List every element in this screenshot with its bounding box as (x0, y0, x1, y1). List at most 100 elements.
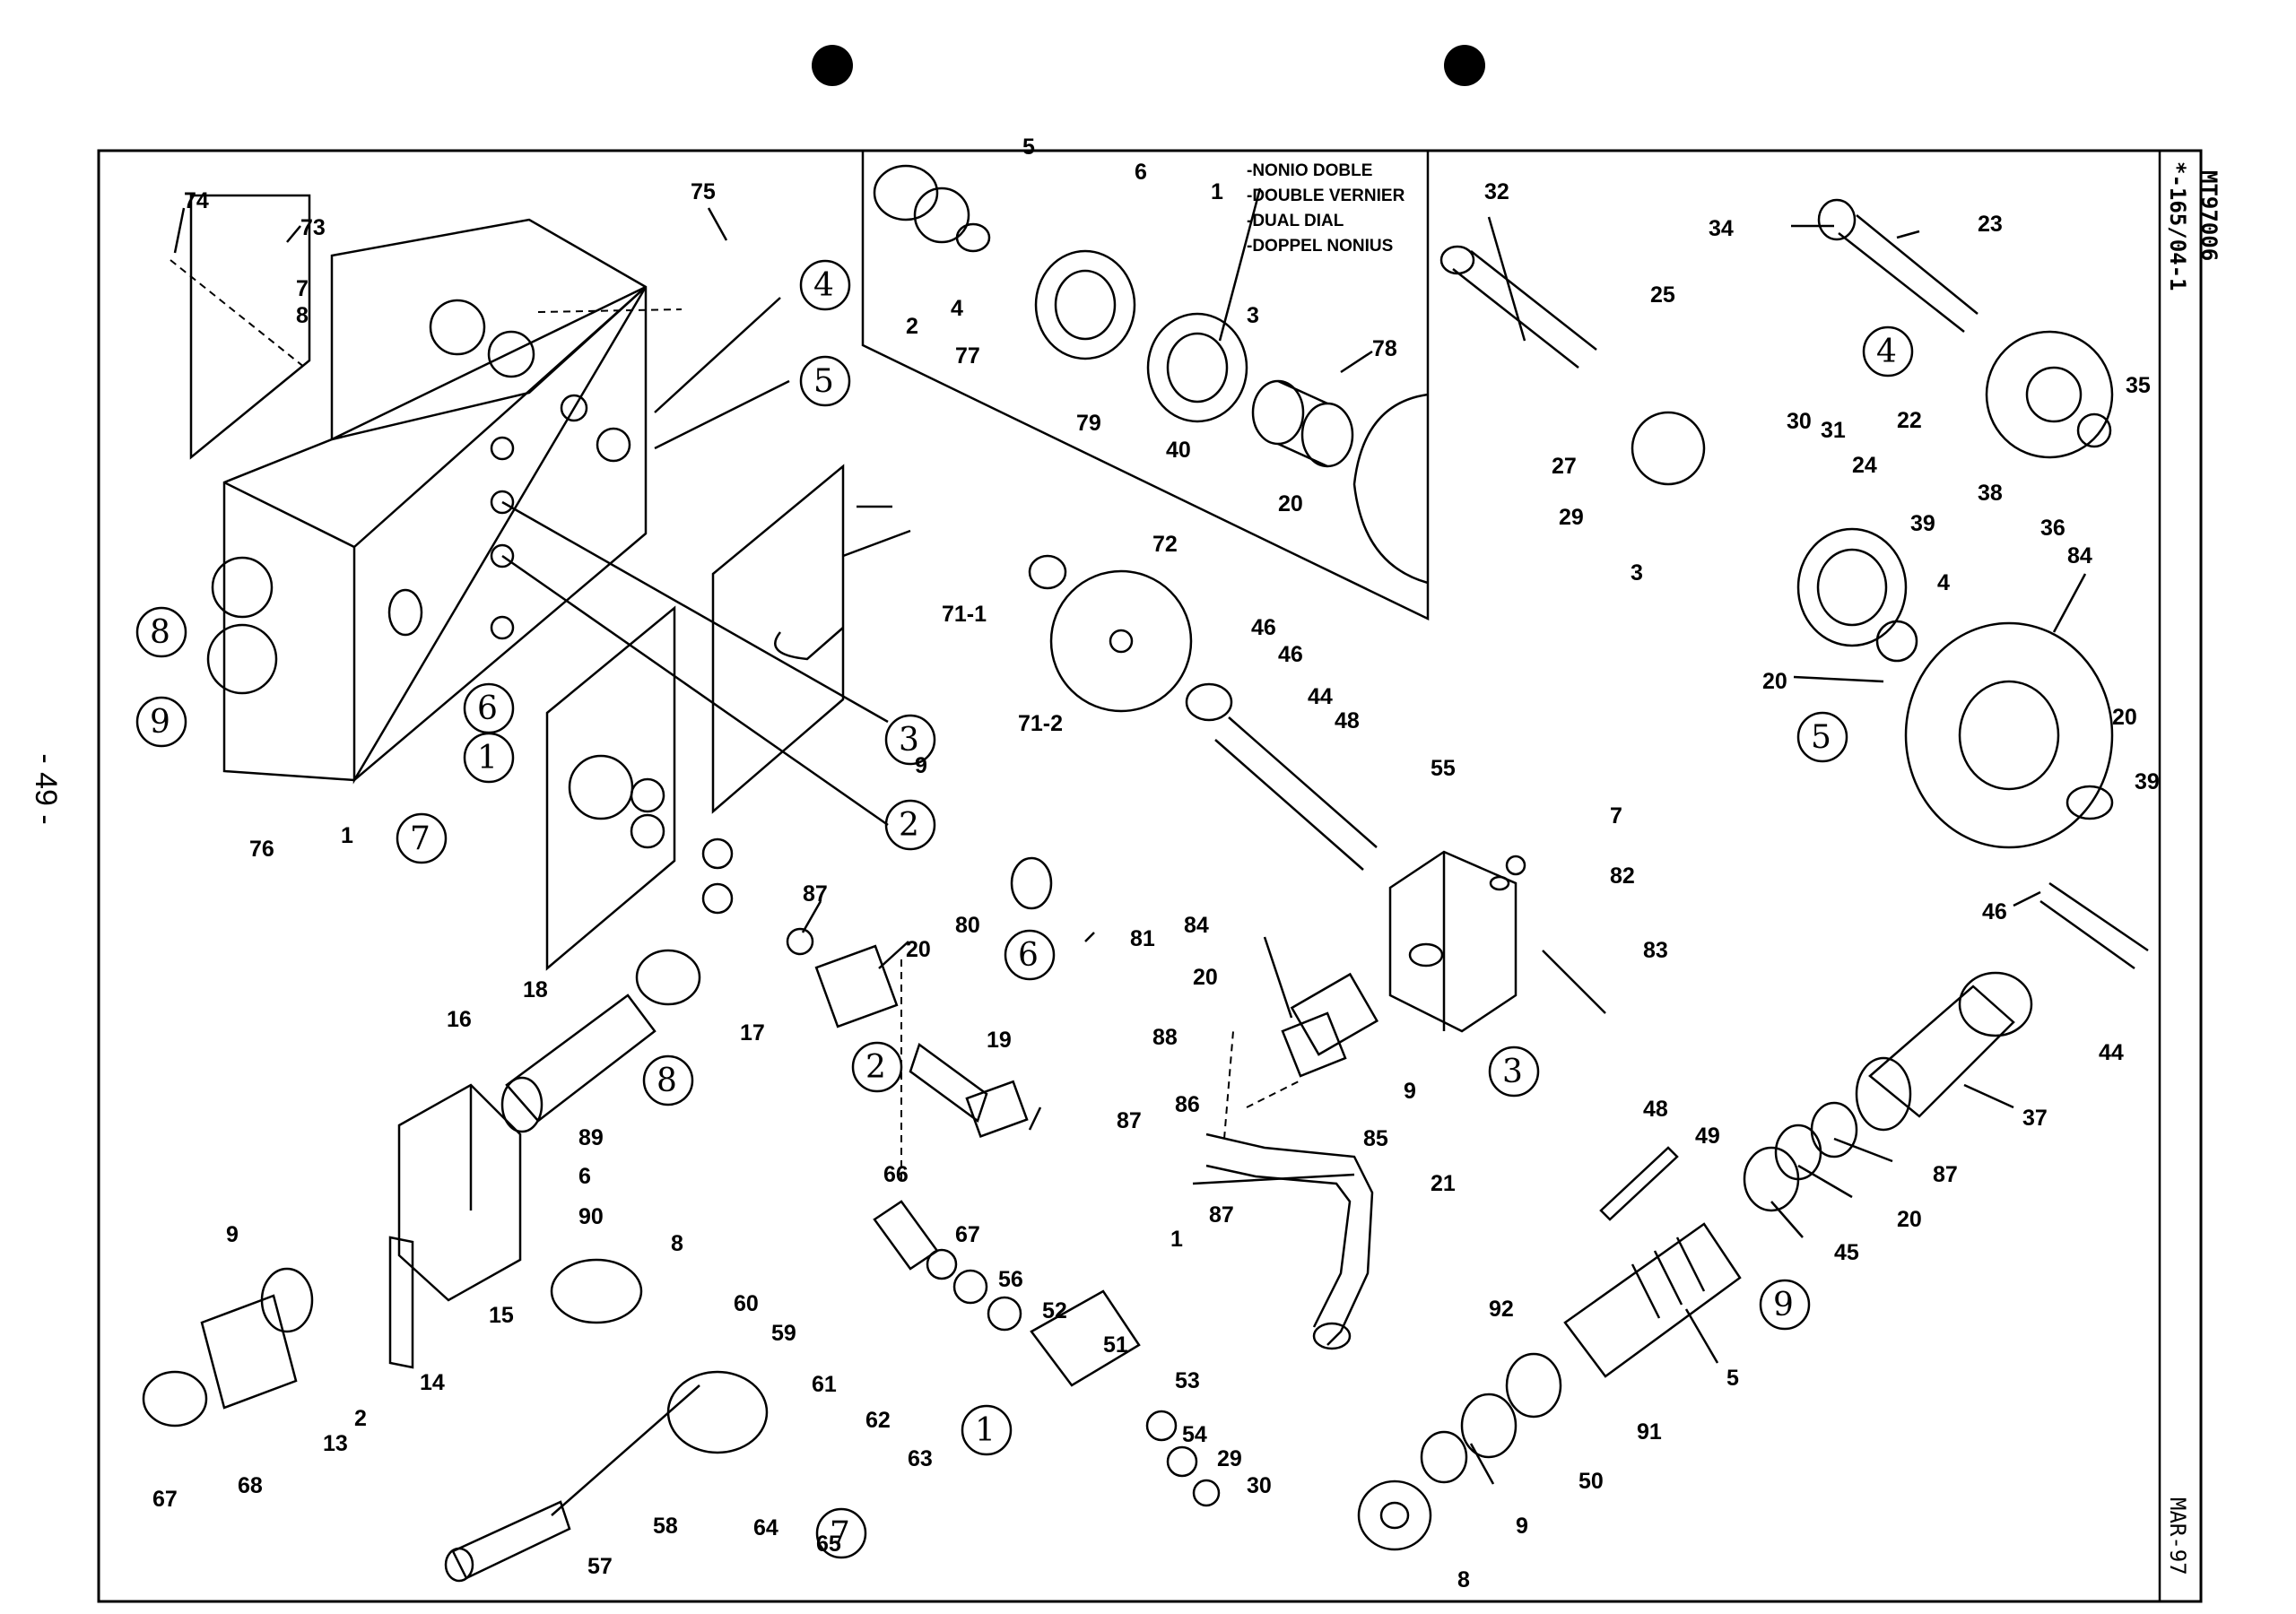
callout: 87 (1209, 1202, 1234, 1228)
svg-text:5: 5 (1811, 719, 1831, 756)
svg-text:5: 5 (813, 363, 834, 400)
callout: 68 (238, 1473, 263, 1498)
callout: 19 (987, 1028, 1012, 1053)
callout: 20 (906, 937, 931, 962)
callout: 46 (1251, 615, 1276, 640)
callout: 71-1 (942, 602, 987, 627)
callout: 39 (1910, 511, 1935, 536)
callout: 9 (226, 1222, 239, 1247)
callout: 17 (740, 1020, 765, 1046)
callout: 38 (1978, 481, 2003, 506)
svg-text:1: 1 (975, 1412, 996, 1449)
svg-text:3: 3 (899, 722, 919, 759)
callout: 29 (1559, 505, 1584, 530)
callout: 71-2 (1018, 711, 1063, 736)
callout: 44 (1308, 684, 1333, 709)
callout: 34 (1709, 216, 1734, 241)
callout: 20 (1897, 1207, 1922, 1232)
callout: 48 (1643, 1097, 1668, 1122)
callout: 48 (1335, 708, 1360, 733)
svg-text:-NONIO DOBLE: -NONIO DOBLE (1247, 161, 1372, 180)
callout: 85 (1363, 1126, 1388, 1151)
punch-hole-right (1444, 45, 1485, 86)
callout: 74 (184, 188, 209, 213)
header-code: MT97006 (2196, 170, 2222, 261)
callout: 29 (1217, 1446, 1242, 1471)
part-21-block (1388, 850, 1518, 1033)
callout: 75 (691, 179, 716, 204)
callout: 44 (2099, 1040, 2124, 1065)
callout: 40 (1166, 438, 1191, 463)
circled-group-labels: 4 5 8 9 6 1 7 3 2 2 8 6 3 1 7 4 5 9 (135, 259, 1914, 1559)
callout: 30 (1787, 409, 1812, 434)
callout: 20 (1193, 965, 1218, 990)
callout: 27 (1552, 454, 1577, 479)
callout: 6 (578, 1164, 591, 1189)
callout: 81 (1130, 926, 1155, 951)
svg-text:7: 7 (830, 1515, 850, 1552)
callout: 6 (1135, 160, 1147, 185)
callout: 56 (998, 1267, 1023, 1292)
callout: 78 (1372, 336, 1397, 361)
svg-text:2: 2 (865, 1049, 886, 1086)
callout: 87 (1933, 1162, 1958, 1187)
inset-legend: -NONIO DOBLE -DOUBLE VERNIER -DUAL DIAL … (1247, 161, 1405, 256)
callout: 7 (1610, 803, 1622, 829)
inset-box (861, 151, 1430, 620)
callout: 39 (2135, 769, 2160, 794)
callout: 63 (908, 1446, 933, 1471)
part-79-gasket (711, 464, 845, 814)
callout: 53 (1175, 1368, 1200, 1393)
callout: 5 (1022, 134, 1035, 160)
callout: 13 (323, 1431, 348, 1456)
svg-text:8: 8 (150, 614, 170, 651)
callout: 1 (341, 823, 353, 848)
svg-text:6: 6 (1018, 937, 1039, 974)
callout: 8 (671, 1231, 683, 1256)
svg-text:9: 9 (1773, 1287, 1794, 1323)
callout: 72 (1152, 532, 1178, 557)
page-number: - 49 - (29, 753, 63, 824)
callout: 79 (1076, 411, 1101, 436)
callout: 82 (1610, 863, 1635, 889)
callout: 9 (1404, 1079, 1416, 1104)
callout: 24 (1852, 453, 1877, 478)
callout: 45 (1834, 1240, 1859, 1265)
callout: 20 (1278, 491, 1303, 516)
callout: 64 (753, 1515, 778, 1540)
callout: 16 (447, 1007, 472, 1032)
callout: 87 (1117, 1108, 1142, 1133)
callout: 54 (1182, 1422, 1207, 1447)
svg-text:-DUAL DIAL: -DUAL DIAL (1247, 212, 1344, 230)
callout: 91 (1637, 1419, 1662, 1445)
callout: 30 (1247, 1473, 1272, 1498)
callout: 46 (1278, 642, 1303, 667)
part-73-cover (189, 194, 311, 460)
part-60-block (397, 1083, 522, 1302)
callout: 1 (1170, 1227, 1183, 1252)
callout: 52 (1042, 1298, 1067, 1323)
callout: 35 (2126, 373, 2151, 398)
callout: 84 (2067, 543, 2092, 568)
callout: 37 (2022, 1106, 2048, 1131)
svg-text:8: 8 (657, 1063, 677, 1099)
callout: 22 (1897, 408, 1922, 433)
callout: 1 (1211, 179, 1223, 204)
callout: 46 (1982, 899, 2007, 924)
part-1-housing (206, 218, 648, 785)
drawing-frame (97, 149, 2203, 1603)
callout: 4 (951, 296, 963, 321)
callout: 8 (296, 303, 309, 328)
callout: 5 (1726, 1366, 1739, 1391)
callout: 4 (1937, 570, 1950, 595)
footer-date: MAR-97 (2165, 1497, 2190, 1575)
callout: 92 (1489, 1297, 1514, 1322)
callout: 59 (771, 1321, 796, 1346)
callout: 61 (812, 1372, 837, 1397)
part-77-plate (545, 605, 676, 971)
callout: 20 (1762, 669, 1787, 694)
callout: 67 (955, 1222, 980, 1247)
callout: 67 (152, 1487, 178, 1512)
svg-text:7: 7 (410, 820, 430, 857)
